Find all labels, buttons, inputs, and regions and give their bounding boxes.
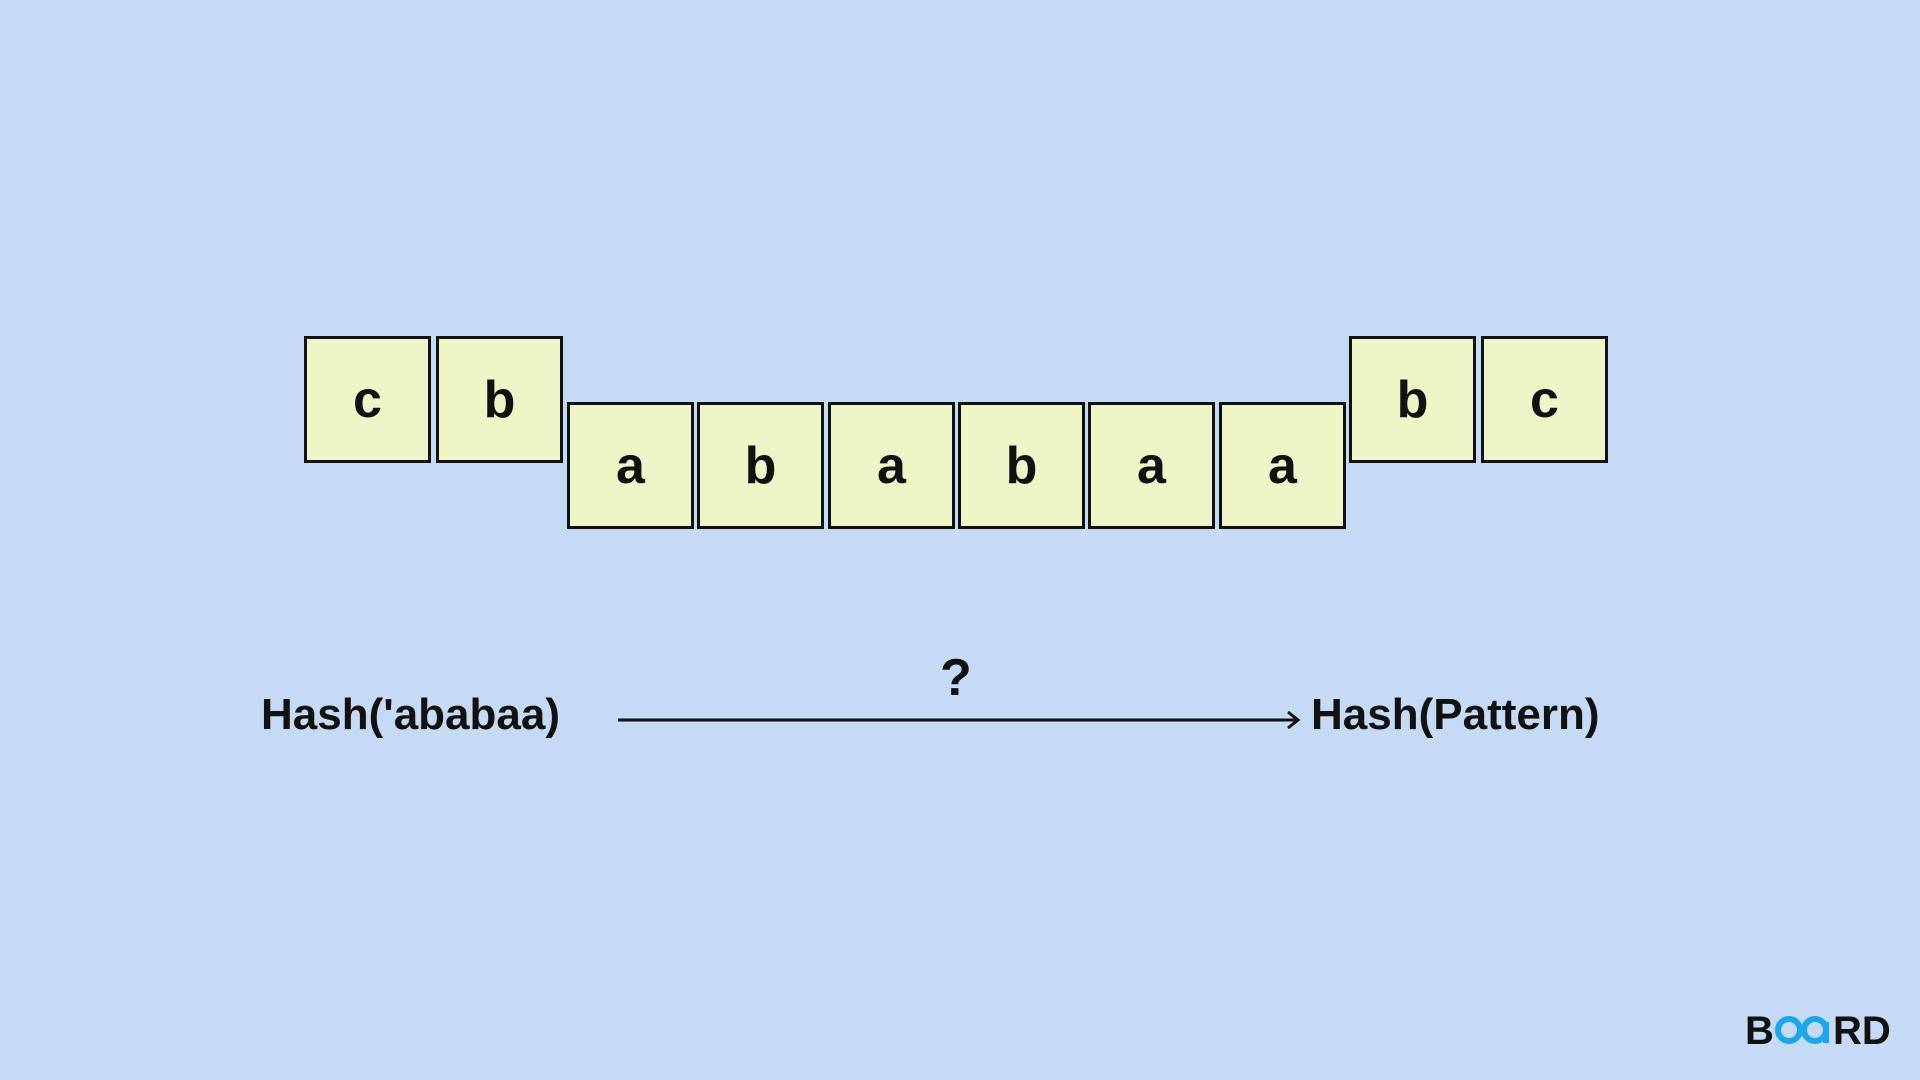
window-cell-5: a	[1219, 402, 1346, 529]
window-cell-3: b	[958, 402, 1085, 529]
hash-window-label: Hash('ababaa)	[261, 690, 560, 739]
cell-right-0: b	[1349, 336, 1476, 463]
cell-left-0: c	[304, 336, 431, 463]
cell-left-1: b	[436, 336, 563, 463]
svg-text:B: B	[1745, 1009, 1774, 1050]
window-cell-1: b	[697, 402, 824, 529]
window-cell-2: a	[828, 402, 955, 529]
svg-text:RD: RD	[1833, 1009, 1891, 1050]
cell-right-1: c	[1481, 336, 1608, 463]
window-cell-0: a	[567, 402, 694, 529]
hash-pattern-label: Hash(Pattern)	[1311, 690, 1600, 739]
arrow-icon	[618, 710, 1301, 730]
board-logo: B RD	[1745, 1009, 1891, 1050]
window-cell-4: a	[1088, 402, 1215, 529]
question-mark: ?	[940, 649, 972, 707]
